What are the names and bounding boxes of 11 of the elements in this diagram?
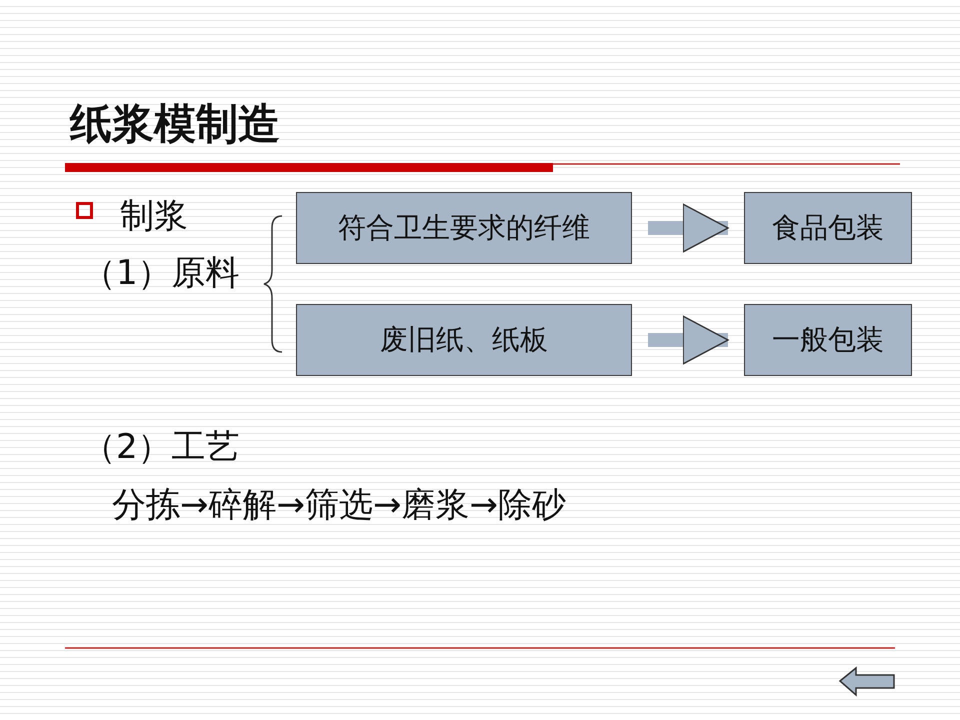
block-arrow <box>648 204 729 252</box>
process-box: 一般包装 <box>744 304 912 376</box>
process-sequence: 分拣→碎解→筛选→磨浆→除砂 <box>112 484 566 527</box>
process-box: 废旧纸、纸板 <box>296 304 632 376</box>
list-item: （1）原料 <box>82 252 240 295</box>
process-box: 符合卫生要求的纤维 <box>296 192 632 264</box>
block-arrow <box>648 316 729 364</box>
process-box: 食品包装 <box>744 192 912 264</box>
list-item: （2）工艺 <box>82 426 240 469</box>
slide-title: 纸浆模制造 <box>70 98 280 150</box>
section-heading: 制浆 <box>120 195 188 238</box>
